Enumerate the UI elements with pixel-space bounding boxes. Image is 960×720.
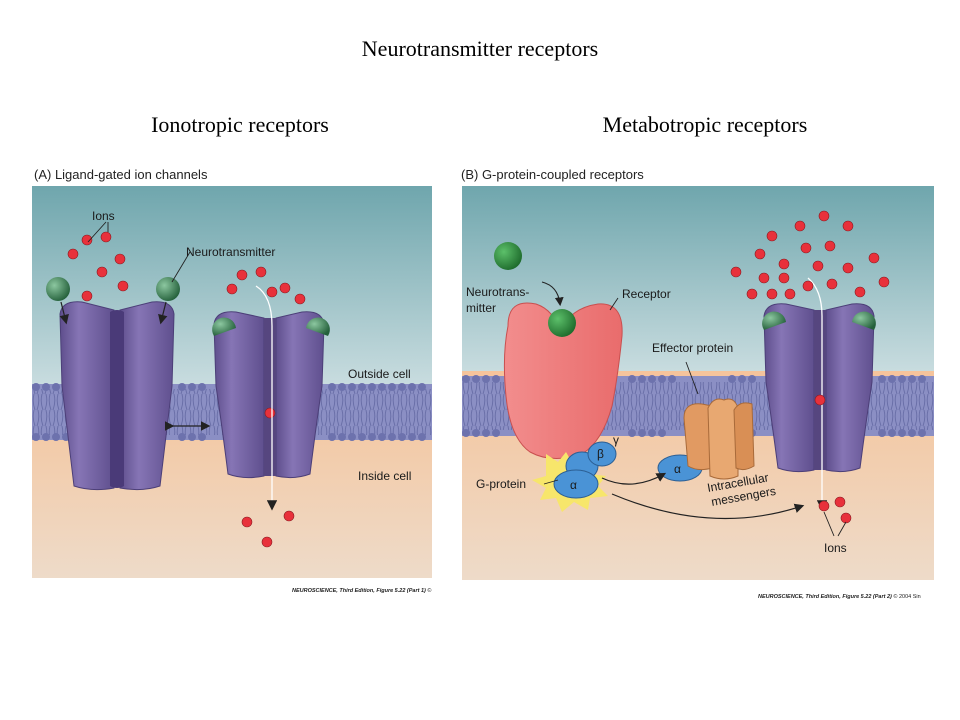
credit-part-1-tail: © — [427, 588, 432, 594]
metabotropic-heading: Metabotropic receptors — [602, 112, 808, 137]
beta-subunit — [587, 441, 617, 467]
effector-protein — [683, 398, 755, 480]
free-neurotransmitter — [494, 242, 522, 270]
credit-part-2: NEUROSCIENCE, Third Edition, Figure 5.22… — [758, 594, 921, 600]
closed-ion-channel — [59, 301, 175, 491]
neurotransmitter-label: Neurotransmitter — [186, 245, 275, 259]
credit-part-2-title: NEUROSCIENCE, Third Edition, Figure 5.22… — [758, 594, 892, 600]
g-protein-label: G-protein — [476, 477, 526, 491]
credit-part-1-title: NEUROSCIENCE, Third Edition, Figure 5.22… — [292, 588, 426, 594]
panel-a-label: (A) Ligand-gated ion channels — [34, 167, 208, 182]
ions-label: Ions — [824, 541, 847, 555]
ions — [67, 231, 306, 548]
effector-protein-label: Effector protein — [652, 341, 733, 355]
ionotropic-diagram: Ions Neurotransmitter Outside cell Insid… — [32, 186, 432, 578]
panel-b-label: (B) G-protein-coupled receptors — [461, 167, 644, 182]
ionotropic-heading: Ionotropic receptors — [151, 112, 329, 137]
neurotransmitter-label-line1: Neurotrans- — [466, 285, 529, 299]
outside-cell-label: Outside cell — [348, 367, 411, 381]
gamma-symbol: γ — [613, 433, 619, 447]
bound-neurotransmitter — [548, 309, 576, 337]
alpha-subunit — [553, 469, 599, 499]
beta-symbol: β — [597, 447, 604, 461]
credit-part-2-tail: © 2004 Sin — [893, 594, 921, 600]
neurotransmitter-ligands — [46, 277, 330, 336]
inside-cell-label: Inside cell — [358, 469, 411, 483]
alpha-symbol-detached: α — [674, 462, 681, 476]
credit-part-1: NEUROSCIENCE, Third Edition, Figure 5.22… — [292, 588, 431, 594]
receptor-label: Receptor — [622, 287, 671, 301]
neurotransmitter-label-line2: mitter — [466, 301, 496, 315]
gated-ion-channel — [762, 303, 876, 473]
figure-title: Neurotransmitter receptors — [361, 36, 599, 61]
ions — [730, 210, 890, 524]
alpha-symbol: α — [570, 478, 577, 492]
ions-label: Ions — [92, 209, 115, 223]
metabotropic-diagram: Neurotrans- mitter Receptor Effector pro… — [462, 186, 934, 580]
open-ion-channel — [213, 311, 325, 479]
